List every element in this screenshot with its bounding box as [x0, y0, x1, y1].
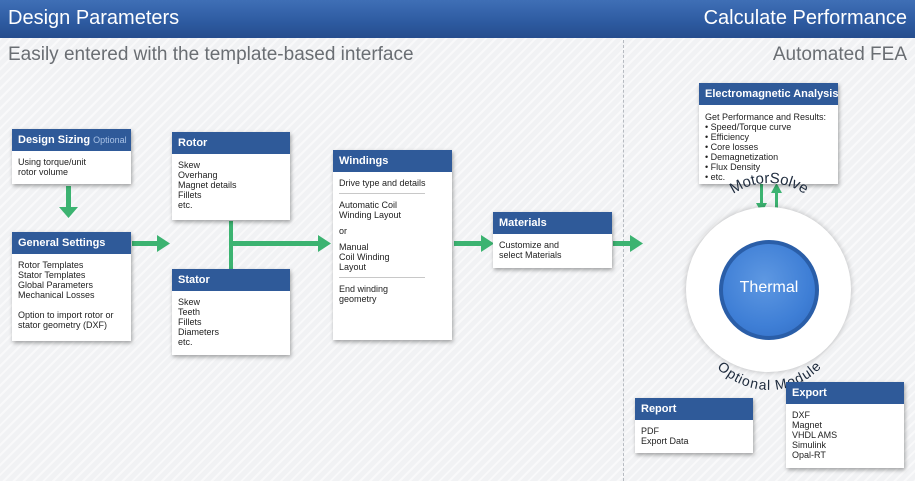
stator-line: Teeth	[178, 307, 201, 317]
windings-separator	[339, 277, 425, 278]
design-sizing-title: Design Sizing	[18, 134, 91, 146]
report-title: Report	[635, 398, 753, 420]
windings-box[interactable]: Windings Drive type and details Automati…	[333, 150, 452, 340]
rotor-line: Fillets	[178, 190, 202, 200]
materials-line: select Materials	[499, 250, 562, 260]
stator-box[interactable]: Stator Skew Teeth Fillets Diameters etc.	[172, 269, 290, 355]
design-sizing-line: Using torque/unit	[18, 157, 87, 167]
general-settings-line: Option to import rotor or	[18, 310, 114, 320]
materials-line: Customize and	[499, 240, 560, 250]
design-parameters-title: Design Parameters	[8, 7, 180, 29]
export-line: Simulink	[792, 440, 827, 450]
em-item: • Flux Density	[705, 162, 761, 172]
general-settings-title: General Settings	[12, 232, 131, 254]
windings-title: Windings	[333, 150, 452, 172]
arrow-windings-to-materials	[454, 235, 494, 252]
rotor-box[interactable]: Rotor Skew Overhang Magnet details Fille…	[172, 132, 290, 220]
general-settings-line: stator geometry (DXF)	[18, 320, 108, 330]
electromagnetic-analysis-title: Electromagnetic Analysis	[699, 83, 838, 105]
em-intro: Get Performance and Results:	[705, 112, 827, 122]
design-parameters-subtitle: Easily entered with the template-based i…	[8, 44, 414, 65]
windings-manual-line: Manual	[339, 242, 369, 252]
design-sizing-line: rotor volume	[18, 167, 69, 177]
windings-end-line: geometry	[339, 294, 377, 304]
export-line: VHDL AMS	[792, 430, 838, 440]
calculate-performance-title: Calculate Performance	[703, 7, 907, 29]
export-line: Opal-RT	[792, 450, 826, 460]
windings-auto-line: Automatic Coil	[339, 200, 398, 210]
report-line: Export Data	[641, 436, 689, 446]
windings-manual-line: Layout	[339, 262, 367, 272]
rotor-line: etc.	[178, 200, 193, 210]
general-settings-line: Global Parameters	[18, 280, 94, 290]
em-item: • Core losses	[705, 142, 759, 152]
motorsolve-label: MotorSolve	[727, 170, 812, 198]
general-settings-line: Stator Templates	[18, 270, 86, 280]
svg-text:MotorSolve: MotorSolve	[727, 170, 812, 198]
stator-line: etc.	[178, 337, 193, 347]
arrow-materials-to-fea	[613, 235, 643, 252]
windings-drive: Drive type and details	[339, 178, 426, 188]
em-item: • Efficiency	[705, 132, 750, 142]
windings-manual-line: Coil Winding	[339, 252, 390, 262]
automated-fea-subtitle: Automated FEA	[772, 44, 907, 65]
section-divider	[623, 40, 624, 481]
windings-separator	[339, 193, 425, 194]
electromagnetic-analysis-box[interactable]: Electromagnetic Analysis Get Performance…	[699, 83, 838, 184]
export-title: Export	[786, 382, 904, 404]
arrow-sizing-to-settings	[59, 186, 78, 218]
windings-auto-line: Winding Layout	[339, 210, 402, 220]
general-settings-line: Rotor Templates	[18, 260, 84, 270]
rotor-line: Magnet details	[178, 180, 237, 190]
materials-box[interactable]: Materials Customize and select Materials	[493, 212, 612, 268]
stator-title: Stator	[172, 269, 290, 291]
rotor-stator-branch	[229, 221, 331, 269]
general-settings-line: Mechanical Losses	[18, 290, 95, 300]
em-item: • Speed/Torque curve	[705, 122, 792, 132]
report-line: PDF	[641, 426, 659, 436]
optional-tag: Optional	[93, 135, 127, 145]
windings-or: or	[339, 226, 348, 236]
rotor-line: Overhang	[178, 170, 218, 180]
stator-line: Skew	[178, 297, 201, 307]
export-line: Magnet	[792, 420, 823, 430]
em-item: • Demagnetization	[705, 152, 779, 162]
windings-end-line: End winding	[339, 284, 389, 294]
thermal-module-circle[interactable]	[719, 240, 819, 340]
arrow-hub-to-em	[771, 183, 782, 214]
report-box[interactable]: Report PDF Export Data	[635, 398, 753, 453]
rotor-title: Rotor	[172, 132, 290, 154]
stator-line: Diameters	[178, 327, 220, 337]
stator-line: Fillets	[178, 317, 202, 327]
rotor-line: Skew	[178, 160, 201, 170]
arrow-settings-to-branch	[132, 235, 170, 252]
em-item: • etc.	[705, 172, 726, 182]
export-line: DXF	[792, 410, 810, 420]
general-settings-box[interactable]: General Settings Rotor Templates Stator …	[12, 232, 131, 341]
export-box[interactable]: Export DXF Magnet VHDL AMS Simulink Opal…	[786, 382, 904, 468]
materials-title: Materials	[493, 212, 612, 234]
title-bar: Design Parameters Calculate Performance	[0, 0, 915, 38]
thermal-label: Thermal	[739, 279, 799, 296]
